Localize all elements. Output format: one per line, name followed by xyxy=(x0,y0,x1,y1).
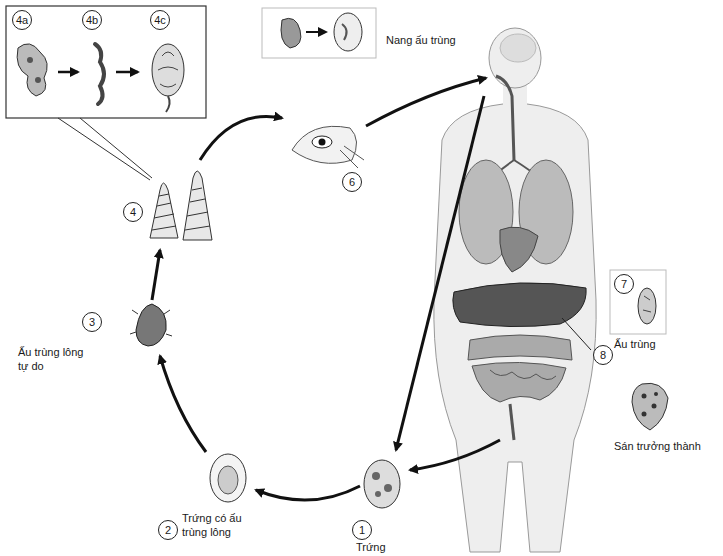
stage-label: Nang ấu trùng xyxy=(386,34,456,48)
stage-label: Ấu trùng xyxy=(614,338,656,352)
stage-label: Sán trưởng thành xyxy=(614,440,701,454)
callout-number: 8 xyxy=(593,345,613,365)
callout-number: 4 xyxy=(123,202,143,222)
stage-label: Trứng xyxy=(356,541,386,555)
callout-text: 1 xyxy=(359,525,365,536)
callout-number: 6 xyxy=(342,172,362,192)
callout-number: 3 xyxy=(82,312,102,332)
callout-number: 4a xyxy=(12,10,32,30)
callout-text: 4 xyxy=(130,207,136,218)
callout-text: 4a xyxy=(16,15,28,26)
callout-text: 3 xyxy=(89,317,95,328)
callout-text: 6 xyxy=(349,177,355,188)
callout-number: 7 xyxy=(614,274,634,294)
callout-number: 1 xyxy=(352,520,372,540)
callout-text: 7 xyxy=(621,279,627,290)
callout-text: 8 xyxy=(600,350,606,361)
callout-text: 4b xyxy=(86,15,98,26)
callout-text: 2 xyxy=(165,525,171,536)
stage-label: Trứng có ấu trùng lông xyxy=(182,512,266,540)
callout-text: 4c xyxy=(154,15,166,26)
callout-number: 4c xyxy=(150,10,170,30)
callout-number: 4b xyxy=(82,10,102,30)
callout-number: 2 xyxy=(158,520,178,540)
stage-label: Ấu trùng lông tự do xyxy=(18,346,88,374)
